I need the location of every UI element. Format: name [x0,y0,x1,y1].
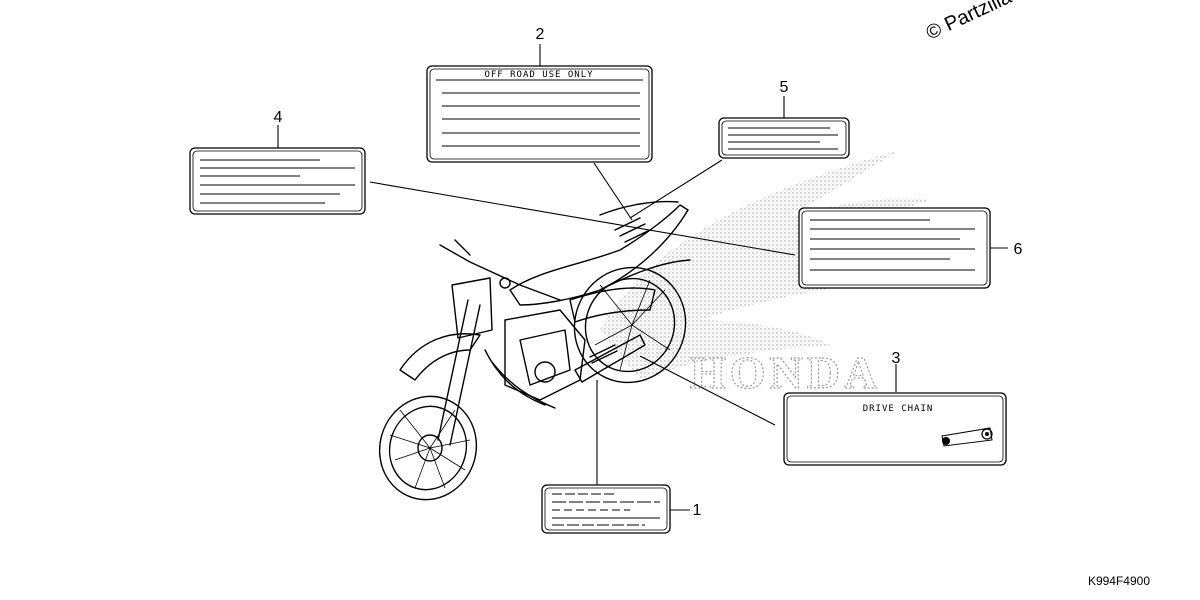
label-5 [718,117,850,159]
leader-lines [277,44,1008,511]
callout-6: 6 [1014,241,1023,258]
label-4 [189,147,366,215]
drive-chain-label-text: DRIVE CHAIN [863,404,934,414]
callout-2: 2 [536,26,545,43]
callout-4: 4 [274,109,283,126]
callout-1: 1 [693,502,702,519]
label-2-off-road: OFF ROAD USE ONLY [426,65,653,163]
honda-watermark-text: HONDA [690,347,881,398]
label-3-drive-chain: DRIVE CHAIN [783,392,1007,466]
chain-adjuster-icon [941,427,993,447]
label-6 [798,207,991,289]
reference-code: K994F4900 [1088,574,1150,588]
callout-3: 3 [892,350,901,367]
callout-5: 5 [780,79,789,96]
off-road-label-text: OFF ROAD USE ONLY [484,70,593,80]
copyright-watermark: © Partzilla [923,0,1016,45]
motorcycle-illustration [378,200,691,501]
label-1 [541,484,671,534]
